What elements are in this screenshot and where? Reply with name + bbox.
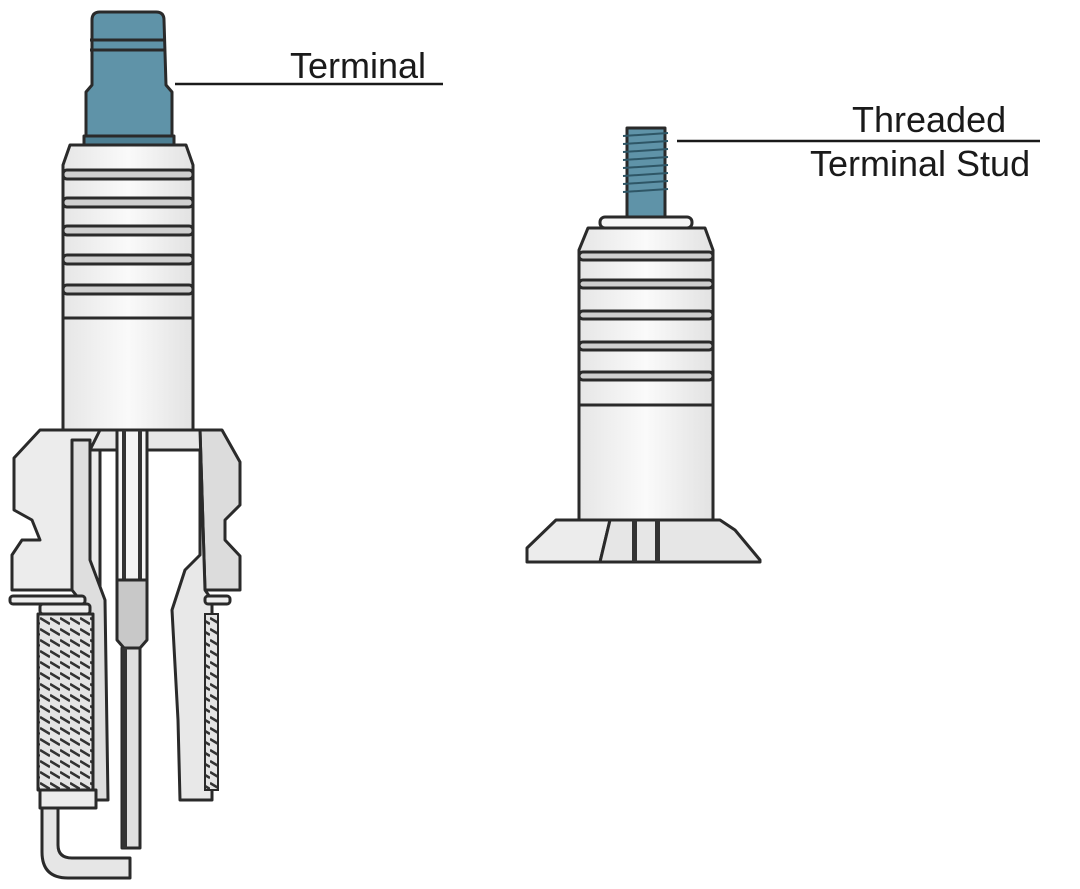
ground-electrode bbox=[40, 806, 132, 880]
insulator-right bbox=[577, 226, 715, 522]
spark-plug-threaded-stud bbox=[525, 126, 762, 564]
insulator bbox=[61, 143, 195, 432]
washer bbox=[598, 215, 694, 230]
metal-shell bbox=[8, 428, 242, 810]
center-electrode bbox=[115, 428, 149, 850]
threaded-label-line2: Terminal Stud bbox=[810, 143, 1030, 184]
threaded-label-line1: Threaded bbox=[852, 99, 1006, 140]
terminal-label: Terminal bbox=[290, 45, 426, 86]
terminal-nut bbox=[82, 10, 176, 147]
threaded-terminal-stud bbox=[622, 126, 669, 220]
shell-top-right bbox=[525, 518, 762, 564]
spark-plug-standard-terminal bbox=[8, 10, 242, 880]
